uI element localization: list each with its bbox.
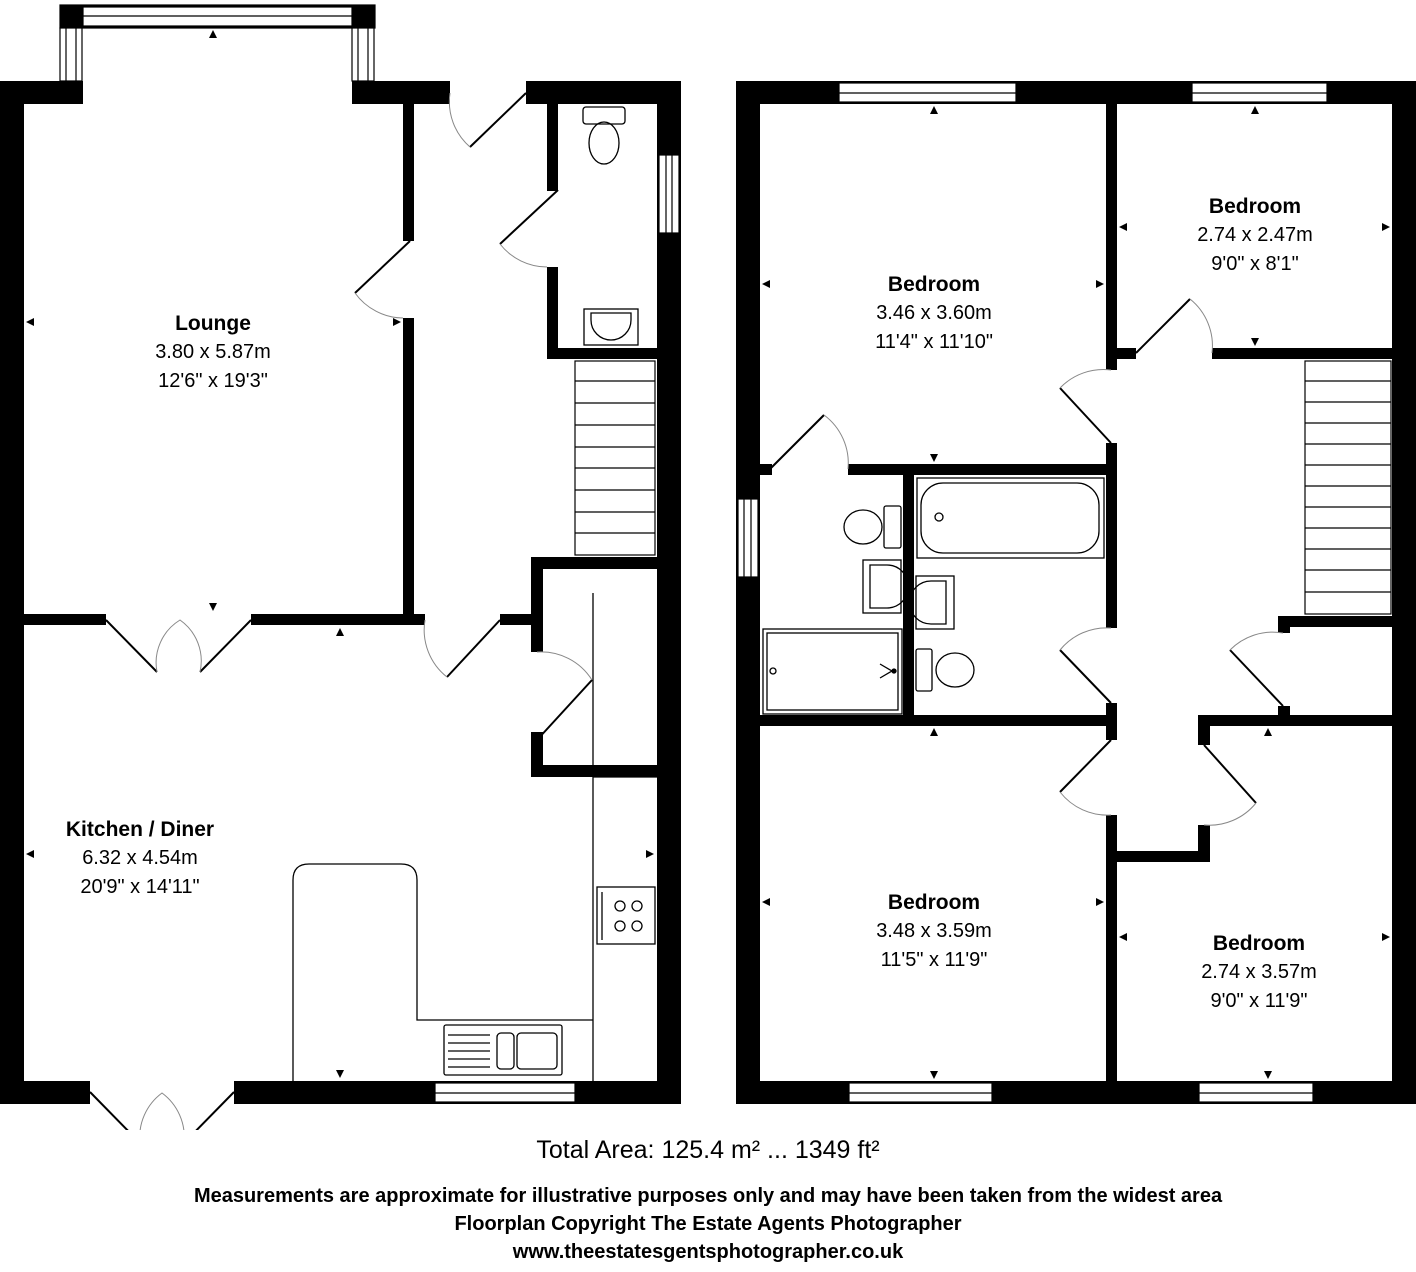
disclaimer-text: Measurements are approximate for illustr…: [193, 1185, 1223, 1207]
room-imperial: 9'0" x 8'1": [1211, 253, 1299, 275]
ground-walls: [0, 81, 681, 1104]
website-link[interactable]: www.theestatesgentsphotographer.co.uk: [512, 1241, 904, 1263]
first-stairs: [1304, 360, 1392, 615]
room-imperial: 9'0" x 11'9": [1210, 990, 1308, 1012]
room-imperial: 11'4" x 11'10": [875, 331, 993, 353]
floorplan-drawing: [0, 4, 1416, 1130]
room-imperial: 11'5" x 11'9": [880, 949, 988, 971]
ground-fixtures: [292, 106, 657, 1081]
ground-floor-plan: [0, 4, 681, 1130]
room-label-kitchen: Kitchen / Diner 6.32 x 4.54m 20'9" x 14'…: [40, 815, 240, 902]
ground-stairs: [574, 360, 656, 556]
room-metric: 3.80 x 5.87m: [155, 341, 271, 363]
footer-notes: Measurements are approximate for illustr…: [0, 1182, 1416, 1266]
total-area: Total Area: 125.4 m² ... 1349 ft²: [536, 1136, 880, 1164]
room-metric: 6.32 x 4.54m: [82, 847, 198, 869]
ground-doors: [89, 92, 593, 1130]
room-name: Kitchen / Diner: [65, 818, 215, 841]
room-name: Bedroom: [887, 891, 981, 914]
first-floor-plan: [736, 81, 1416, 1104]
ground-windows: [434, 154, 680, 1103]
room-label-lounge: Lounge 3.80 x 5.87m 12'6" x 19'3": [113, 309, 313, 396]
room-name: Bedroom: [1212, 932, 1306, 955]
room-name: Lounge: [175, 312, 251, 335]
room-metric: 3.46 x 3.60m: [876, 302, 992, 324]
room-label-bedroom-3: Bedroom 3.48 x 3.59m 11'5" x 11'9": [834, 888, 1034, 975]
first-windows: [737, 82, 1328, 1103]
room-metric: 2.74 x 3.57m: [1201, 961, 1317, 983]
first-dimension-markers: [762, 106, 1390, 1079]
copyright-text: Floorplan Copyright The Estate Agents Ph…: [454, 1213, 962, 1235]
ground-dimension-markers: [26, 30, 654, 1078]
room-imperial: 12'6" x 19'3": [158, 370, 268, 392]
room-imperial: 20'9" x 14'11": [80, 876, 200, 898]
first-doors: [769, 298, 1284, 826]
room-label-bedroom-4: Bedroom 2.74 x 3.57m 9'0" x 11'9": [1159, 929, 1359, 1016]
first-fixtures: [762, 477, 1105, 715]
room-name: Bedroom: [887, 273, 981, 296]
room-label-bedroom-1: Bedroom 3.46 x 3.60m 11'4" x 11'10": [834, 270, 1034, 357]
room-name: Bedroom: [1208, 195, 1302, 218]
room-metric: 2.74 x 2.47m: [1197, 224, 1313, 246]
room-label-bedroom-2: Bedroom 2.74 x 2.47m 9'0" x 8'1": [1155, 192, 1355, 279]
room-metric: 3.48 x 3.59m: [876, 920, 992, 942]
bay-window: [59, 4, 376, 82]
